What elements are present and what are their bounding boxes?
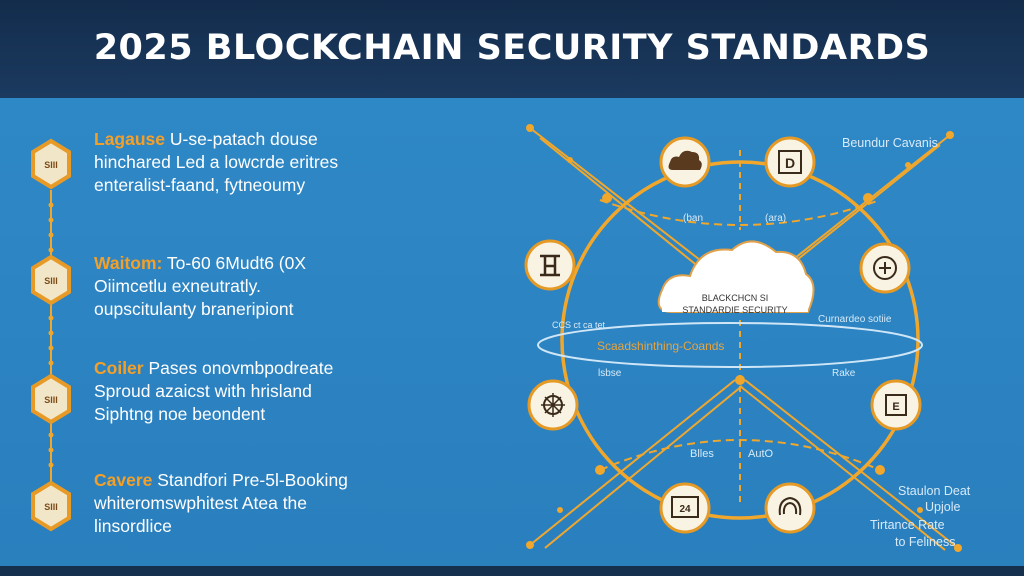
list-item: Lagause U-se-patach douse hinchared Led … — [94, 128, 338, 197]
item-key: Lagause — [94, 129, 165, 149]
item-line: hinchared Led a lowcrde eritres — [94, 152, 339, 172]
cloud-title-line: STANDARDIE SECURITY — [682, 305, 787, 315]
content-panel — [0, 98, 1024, 568]
orbit-ellipse — [537, 322, 923, 368]
ring-center-label: Scaadshinthing-Coands — [597, 339, 724, 353]
item-line: Pases onovmbpodreate — [143, 358, 334, 378]
page-title: 2025 BLOCKCHAIN SECURITY STANDARDS — [93, 28, 931, 68]
ring-right-label: Curnardeo sotiie — [818, 314, 892, 325]
list-item: Waitom: To-60 6Mudt6 (0X Oiimcetlu exneu… — [94, 252, 306, 321]
document-node-icon: D — [764, 136, 816, 188]
diagram-label: Blles — [690, 448, 714, 460]
network-node-icon — [524, 239, 576, 291]
badge-text: SIII — [44, 276, 58, 286]
item-line: enteralist-faand, fytneoumy — [94, 175, 306, 195]
bottom-right-line: Upjole — [925, 500, 961, 514]
bottom-right-line: Tirtance Rate — [870, 518, 945, 532]
cloud-title-line: BLACKCHCN SI — [702, 293, 769, 303]
item-key: Coiler — [94, 358, 144, 378]
diagram-label: lsbse — [598, 368, 622, 379]
item-line: Siphtng noe beondent — [94, 404, 266, 424]
connection-lines — [529, 127, 959, 551]
item-line: oupscitulanty braneripiont — [94, 299, 294, 319]
item-line: linsordlice — [94, 516, 172, 536]
fingerprint-node-icon — [764, 482, 816, 534]
svg-text:D: D — [785, 155, 795, 171]
item-key: Cavere — [94, 470, 153, 490]
bottom-right-line: Staulon Deat — [898, 484, 971, 498]
diagram-label: (ban — [683, 213, 703, 224]
item-line: Oiimcetlu exneutratly. — [94, 276, 261, 296]
hexagon-badge-icon: SIII — [31, 480, 71, 532]
top-right-label: Beundur Cavanis — [842, 136, 938, 150]
item-line: To-60 6Mudt6 (0X — [162, 253, 307, 273]
footer-bar — [0, 566, 1024, 576]
shield-node-icon — [527, 379, 579, 431]
hexagon-badge-icon: SIII — [31, 138, 71, 190]
item-line: Standfori Pre-5l-Booking — [152, 470, 348, 490]
file-node-icon: E — [870, 379, 922, 431]
node-dots — [526, 124, 962, 552]
diagram-label: AutO — [748, 448, 774, 460]
calendar-node-icon: 24 — [659, 482, 711, 534]
central-cloud-icon: BLACKCHCN SI STANDARDIE SECURITY — [657, 240, 815, 315]
diagram-label: (ara) — [765, 213, 786, 224]
item-line: whiteromswphitest Atea the — [94, 493, 308, 513]
item-line: U-se-patach douse — [165, 129, 318, 149]
hexagon-badge-icon: SIII — [31, 373, 71, 425]
stamp-node-icon — [859, 242, 911, 294]
hexagon-badge-icon: SIII — [31, 254, 71, 306]
list-item: Cavere Standfori Pre-5l-Booking whiterom… — [94, 469, 348, 538]
list-item: Coiler Pases onovmbpodreate Sproud azaic… — [94, 357, 333, 426]
dashed-arcs — [599, 199, 881, 471]
item-line: Sproud azaicst with hrisland — [94, 381, 312, 401]
cloud-node-icon — [659, 136, 711, 188]
badge-text: SIII — [44, 502, 58, 512]
badge-text: SIII — [44, 160, 58, 170]
file-node-label: E — [892, 401, 899, 413]
badge-text: SIII — [44, 395, 58, 405]
ring-left-label: CCS ct ca tet — [552, 320, 606, 330]
bottom-right-line: to Feliness — [895, 535, 956, 549]
calendar-node-label: 24 — [679, 504, 691, 515]
header-bar — [0, 0, 1024, 98]
item-key: Waitom: — [94, 253, 163, 273]
chain-links — [48, 202, 54, 468]
diagram-label: Rake — [832, 368, 856, 379]
